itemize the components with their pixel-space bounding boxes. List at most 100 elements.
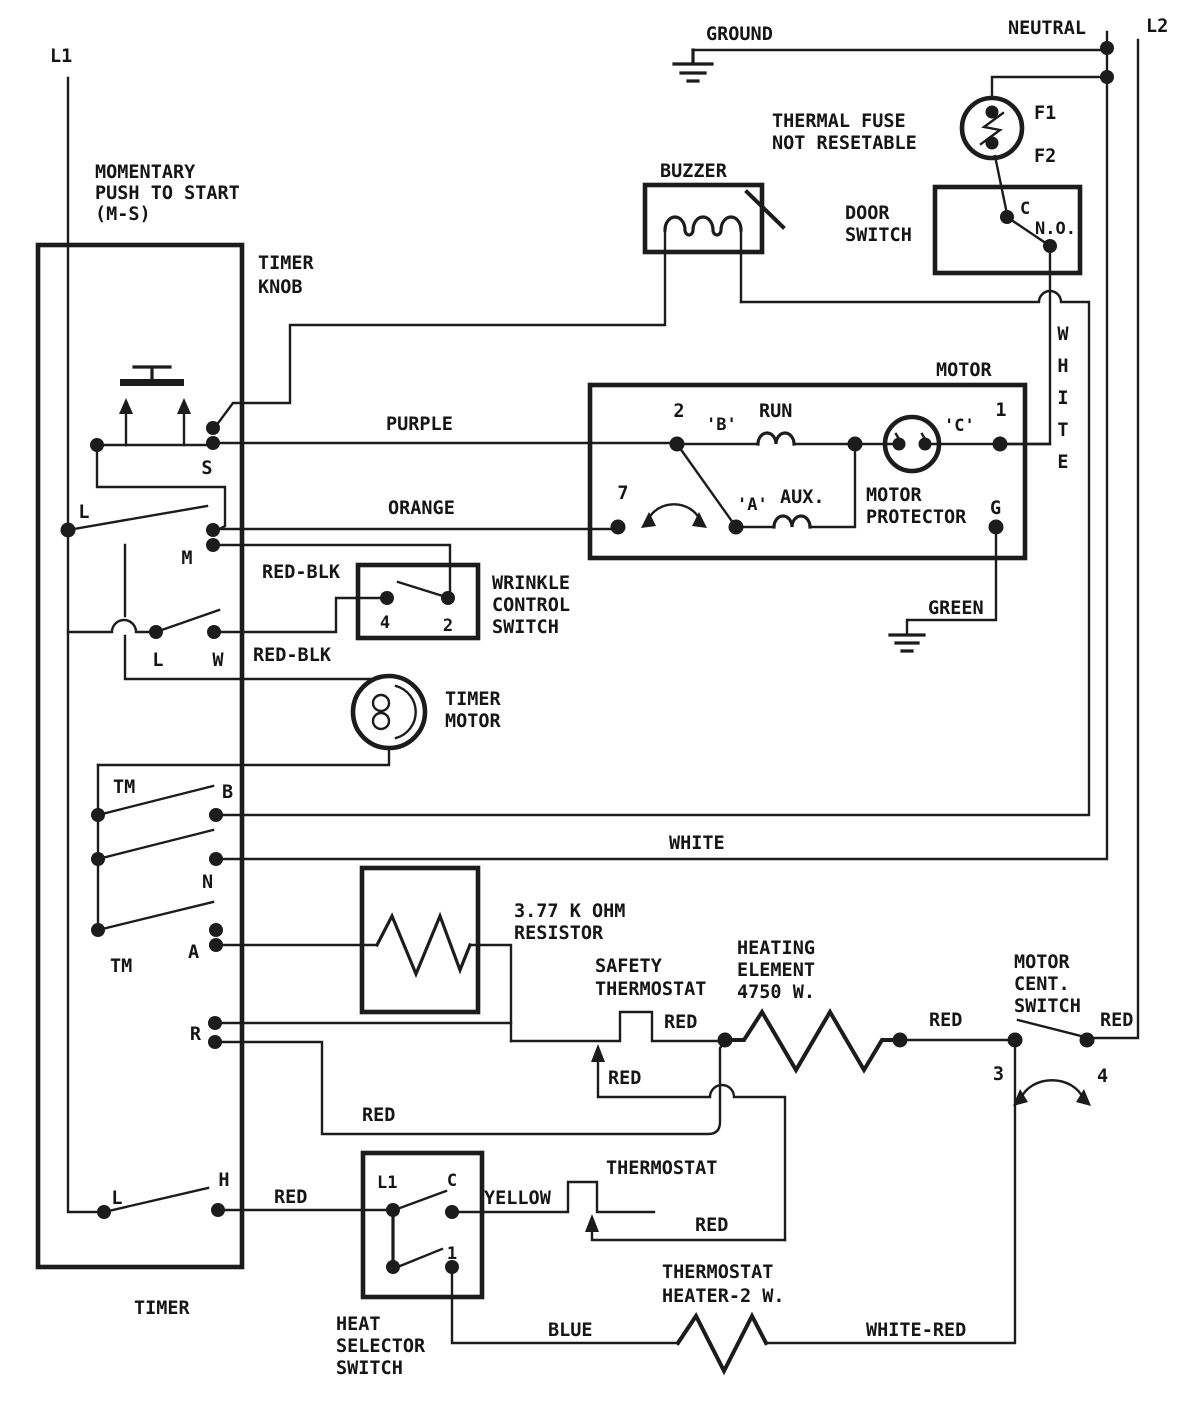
cent-label-3: SWITCH — [1014, 996, 1081, 1017]
door-switch-box — [932, 184, 1083, 276]
green-label: GREEN — [928, 598, 984, 619]
th-heater-label-1: THERMOSTAT — [662, 1262, 773, 1283]
motor-7-label: 7 — [617, 483, 628, 504]
fuse-top-lead — [990, 75, 1102, 100]
l-feed-wire-hop — [66, 618, 158, 634]
tm-common-b — [91, 808, 105, 822]
f1-label: F1 — [1034, 103, 1056, 124]
motor-cent-arc — [646, 503, 702, 522]
hs-l1-terminal — [386, 1203, 400, 1217]
orange-label: ORANGE — [388, 498, 455, 519]
redblk-lower-label: RED-BLK — [253, 645, 332, 666]
timer-motor-coil-arc — [394, 684, 417, 740]
l1-label: L1 — [50, 46, 72, 67]
door-c-label: C — [1020, 199, 1030, 219]
a-terminal-upper — [209, 923, 223, 937]
wrinkle-terminal-2 — [441, 591, 455, 605]
timer: TIMER KNOB TIMER MOMENTARY PUSH TO START… — [35, 162, 315, 1319]
cycling-thermostat: THERMOSTAT YELLOW RED — [450, 1158, 787, 1242]
red-safety-lower-label: RED — [608, 1068, 641, 1089]
thermostat-heater: THERMOSTAT HEATER-2 W. BLUE WHITE-RED — [450, 1038, 1017, 1376]
power-rails: L1 L2 GROUND NEUTRAL — [50, 16, 1168, 1214]
motor-prot-label-2: PROTECTOR — [866, 507, 967, 528]
heat-selector-box — [360, 1150, 485, 1300]
heat-sel-label-2: SELECTOR — [336, 1336, 426, 1357]
red-heater-right-label: RED — [929, 1010, 962, 1031]
purple-label: PURPLE — [386, 414, 453, 435]
aux-winding-coil — [772, 514, 812, 529]
buzzer-arm — [744, 189, 786, 230]
cent-4-label: 4 — [1097, 1066, 1108, 1087]
door-no-label: N.O. — [1035, 219, 1076, 239]
wrinkle-2-label: 2 — [443, 616, 453, 636]
hs-c-label: C — [447, 1171, 457, 1191]
l-mid-terminal — [149, 625, 163, 639]
wrinkle-label-1: WRINKLE — [492, 573, 570, 594]
motor-terminal-1 — [992, 436, 1008, 452]
r-label: R — [190, 1024, 202, 1045]
cent-label-1: MOTOR — [1014, 952, 1071, 973]
b-terminal — [209, 808, 223, 822]
resistor-zigzag — [374, 911, 473, 979]
cent-arc-arrow-left — [1013, 1089, 1028, 1106]
safety-thermostat: SAFETY THERMOSTAT RED RED — [509, 956, 787, 1242]
timer-label: TIMER — [134, 1298, 191, 1319]
wrinkle-box — [355, 562, 481, 641]
green-wire — [905, 525, 998, 636]
motor-2-label: 2 — [673, 401, 684, 422]
white-red-wire — [764, 1038, 1017, 1345]
white-red-label: WHITE-RED — [866, 1320, 966, 1341]
timer-motor-label-2: MOTOR — [445, 711, 502, 732]
timer-motor-body — [350, 673, 428, 751]
timer-motor-top-lead — [123, 543, 377, 681]
resistor-label-1: 3.77 K OHM — [514, 901, 625, 922]
green-ground-symbol — [888, 633, 926, 653]
heating-label-3: 4750 W. — [737, 982, 815, 1003]
safety-thermostat-arrow — [591, 1044, 605, 1062]
door-switch-blade — [1005, 215, 1052, 248]
hs-c-terminal — [445, 1205, 459, 1219]
motor-start-blade — [675, 442, 738, 529]
timer-motor-label-1: TIMER — [445, 689, 502, 710]
safety-label-2: THERMOSTAT — [595, 979, 706, 1000]
hs-l1-label: L1 — [377, 1173, 397, 1193]
motor-arc-arrow-left — [641, 512, 656, 528]
r-contact: R RED — [190, 1016, 727, 1136]
n-terminal — [209, 852, 223, 866]
heat-selector-switch: L1 C 1 HEAT SELECTOR SWITCH — [336, 1150, 485, 1379]
timer-cams: L M ORANGE PURPLE RED-BLK L W RED-BLK — [60, 414, 679, 671]
s-to-buzzer-wire — [211, 250, 667, 432]
motor-c-label: 'C' — [944, 416, 975, 436]
timer-motor-coil-2 — [371, 711, 391, 731]
hs-lower-terminal — [386, 1260, 400, 1274]
fuse-terminal-f1 — [985, 105, 999, 119]
resistor-right-lead — [468, 943, 513, 1043]
protector-terminal-right — [918, 437, 932, 451]
thermal-fuse: THERMAL FUSE NOT RESETABLE F1 F2 — [772, 75, 1102, 216]
momentary-arrow-left — [119, 398, 133, 414]
l-upper-label: L — [78, 502, 89, 523]
tm-lower-label: TM — [110, 956, 132, 977]
motor-g-label: G — [990, 498, 1001, 519]
heating-label-1: HEATING — [737, 938, 815, 959]
heating-element-zigzag — [723, 1008, 902, 1074]
motor-a-label: 'A' — [737, 495, 768, 515]
push-button-icon — [132, 365, 172, 381]
redblk-upper-label: RED-BLK — [262, 562, 341, 583]
cent-terminal-4 — [1079, 1032, 1095, 1048]
thermal-fuse-label-1: THERMAL FUSE — [772, 111, 906, 132]
motor-protector-body — [882, 414, 942, 474]
yellow-label: YELLOW — [484, 1188, 552, 1209]
push-button-bar — [120, 379, 184, 386]
neutral-line — [219, 30, 1109, 861]
red-cent-right-label: RED — [1100, 1010, 1133, 1031]
buzzer-coil — [663, 215, 743, 237]
white-horizontal-label: WHITE — [669, 833, 725, 854]
thermal-fuse-body — [959, 95, 1025, 161]
l-m-blade — [66, 504, 209, 532]
wrinkle-label-2: CONTROL — [492, 595, 570, 616]
resistor-box — [359, 865, 481, 1015]
motor-1-label: 1 — [995, 400, 1006, 421]
l-junction — [60, 522, 76, 538]
